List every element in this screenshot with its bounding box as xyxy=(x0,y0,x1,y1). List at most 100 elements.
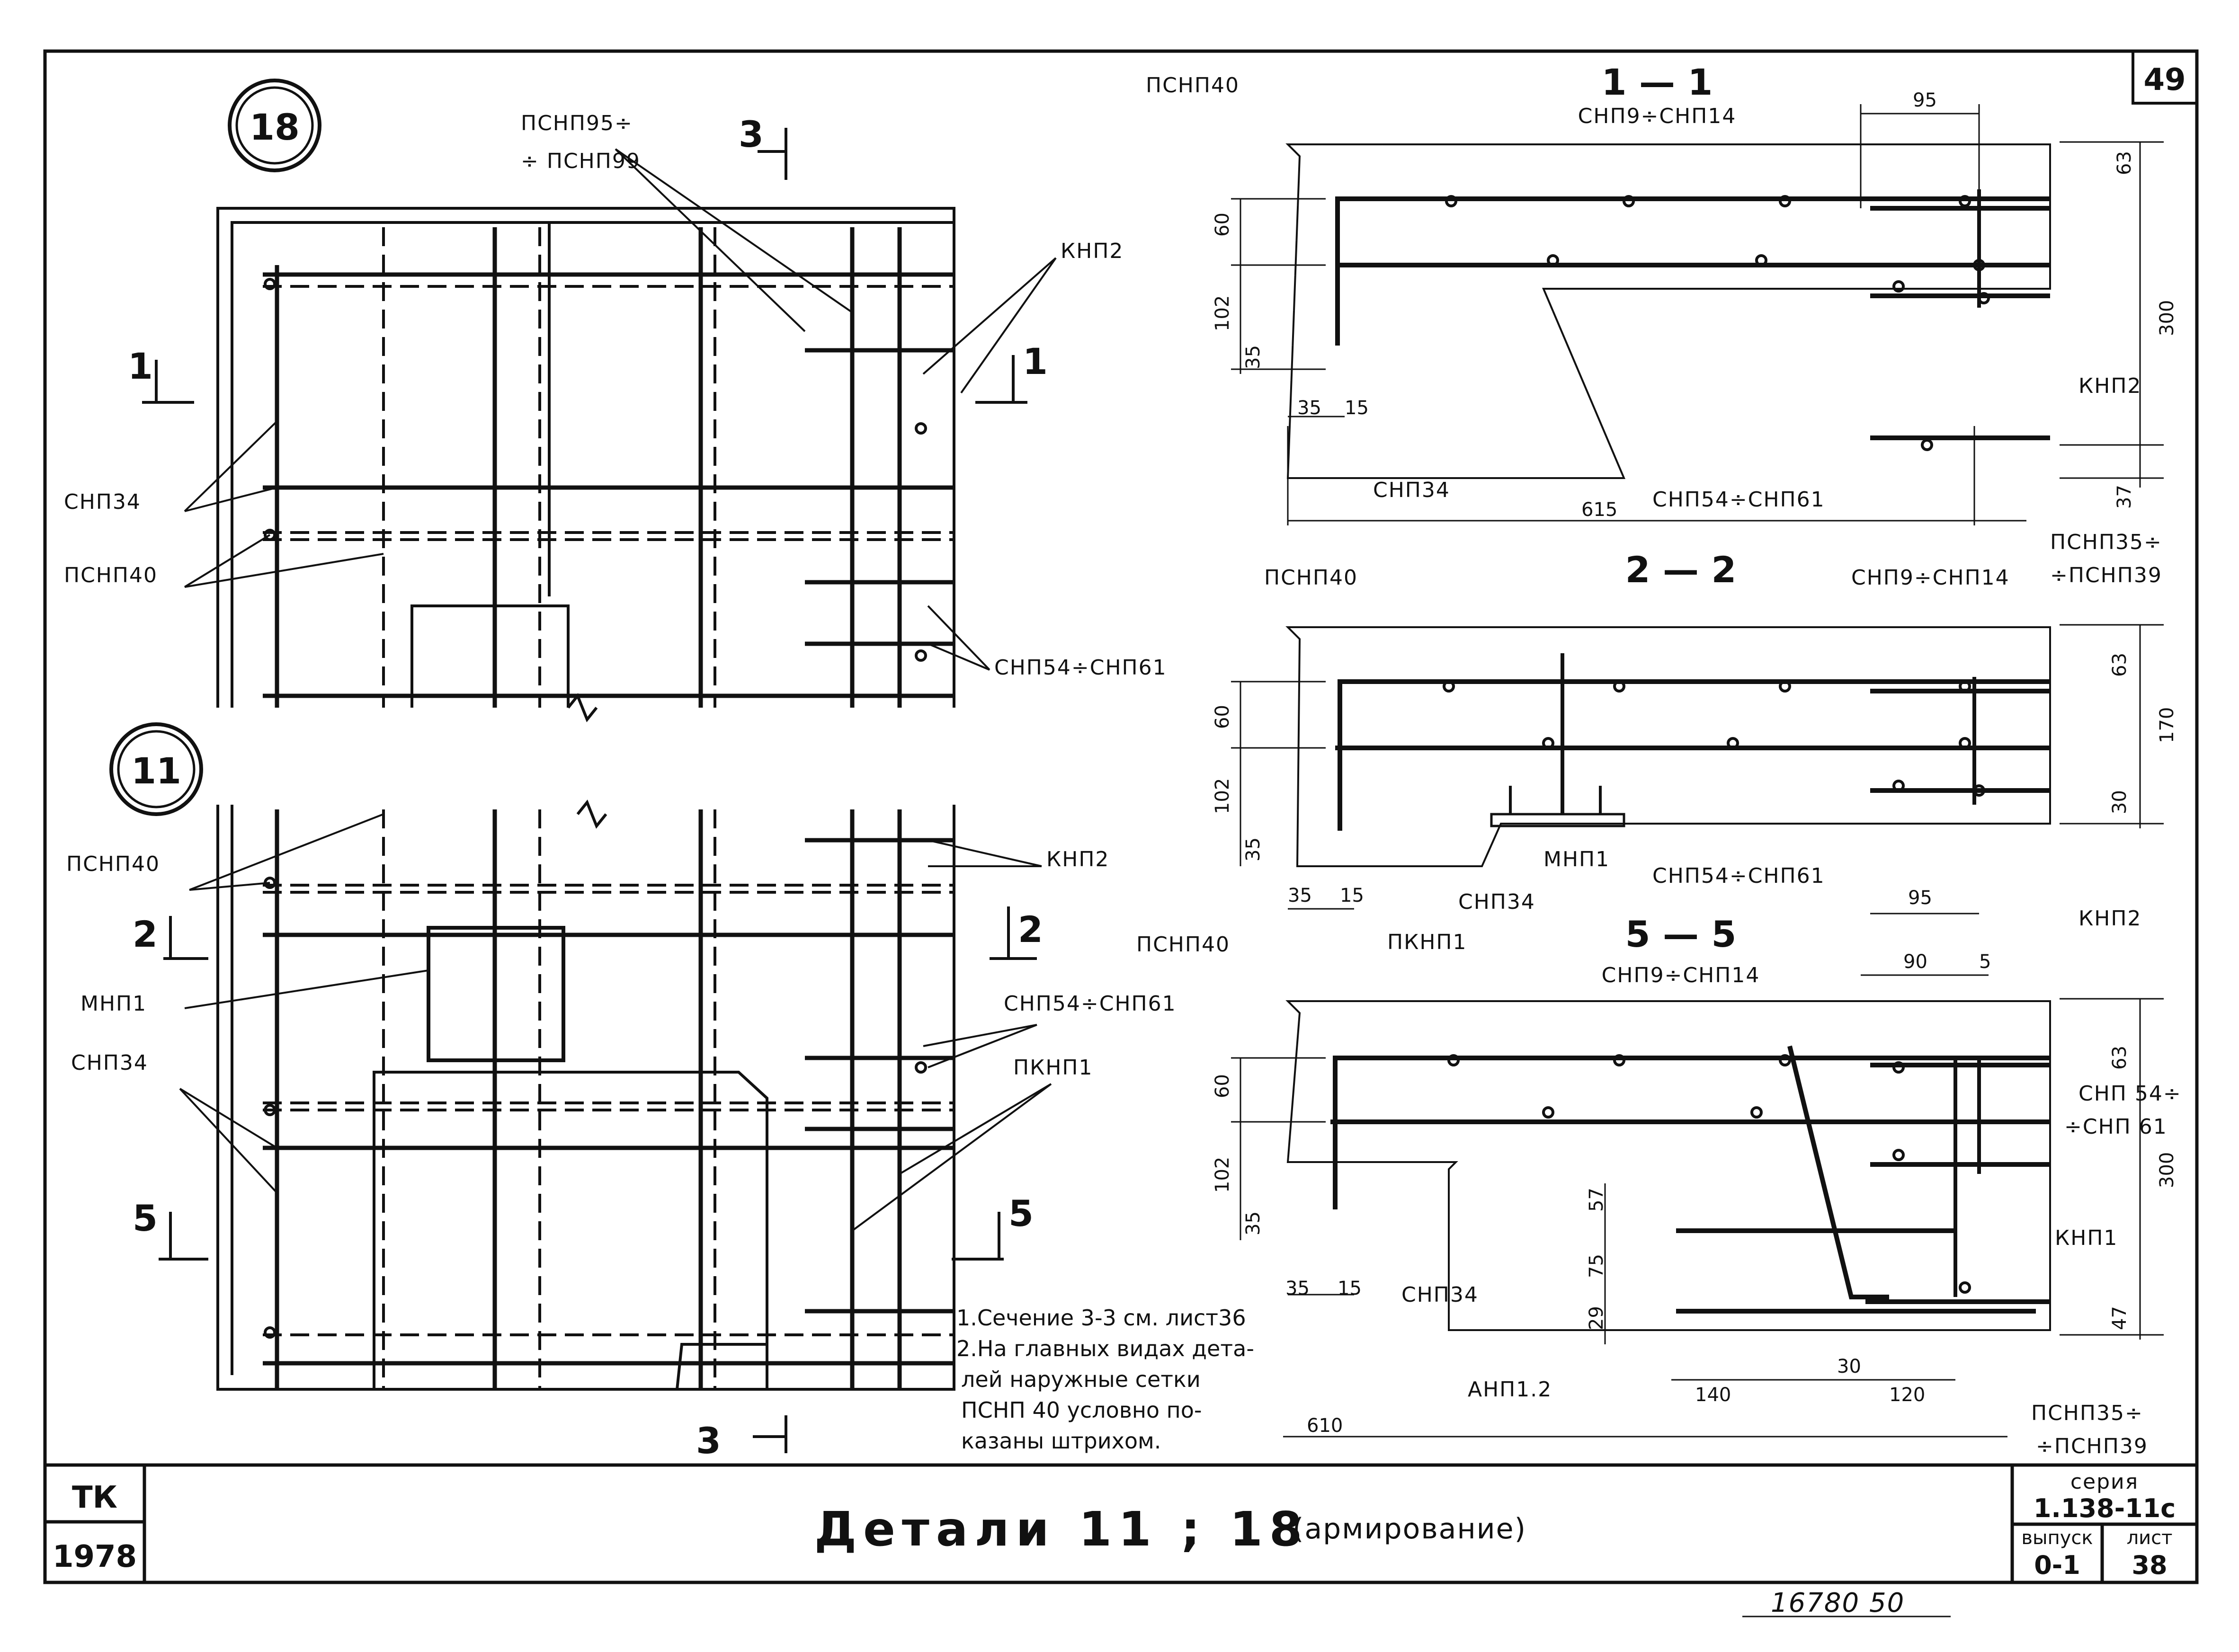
section-1-1-snp34: СНП34 xyxy=(1373,478,1450,502)
dim-5-140: 140 xyxy=(1695,1384,1731,1406)
section-1-1-snp9: СНП9÷СНП14 xyxy=(1578,104,1737,128)
label-pcnp95-a: ПСНП95÷ xyxy=(521,111,633,135)
dim-1-35: 35 xyxy=(1297,397,1321,419)
section-2-2-knp2: КНП2 xyxy=(2078,906,2141,931)
section-2-2-snp9: СНП9÷СНП14 xyxy=(1851,566,2010,590)
section-mark-5-left: 5 xyxy=(133,1197,158,1239)
label-snp34-b: СНП34 xyxy=(71,1051,148,1075)
section-5-5-snp54-b: ÷СНП 61 xyxy=(2064,1115,2168,1139)
dim-2-15: 15 xyxy=(1340,885,1364,906)
detail-11-callout: 11 xyxy=(109,722,203,816)
section-5-5-snp34: СНП34 xyxy=(1401,1283,1479,1307)
note-line-4: ПСНП 40 условно по- xyxy=(961,1397,1202,1423)
dim-5-120: 120 xyxy=(1889,1384,1925,1406)
issue-value: 0-1 xyxy=(2034,1550,2080,1580)
dim-1-615: 615 xyxy=(1581,499,1617,521)
section-1-1-pcnp35-b: ÷ПСНП39 xyxy=(2050,563,2162,587)
dim-5-63: 63 xyxy=(2109,1046,2131,1070)
section-mark-1-left: 1 xyxy=(128,345,153,387)
section-mark-2-right: 2 xyxy=(1018,908,1043,950)
section-marks xyxy=(142,128,1037,1453)
detail-18-callout: 18 xyxy=(228,79,321,172)
label-mnp1-a: МНП1 xyxy=(80,992,147,1016)
dim-5-610: 610 xyxy=(1307,1415,1343,1437)
section-1-1-knp2: КНП2 xyxy=(2078,374,2141,398)
section-1-1-snp54: СНП54÷СНП61 xyxy=(1652,488,1825,512)
notes: 1.Сечение 3-3 см. лист36 2.На главных ви… xyxy=(956,1305,1254,1454)
note-line-3: лей наружные сетки xyxy=(961,1367,1201,1392)
section-2-2-mnp1: МНП1 xyxy=(1543,847,1610,871)
dim-5-47: 47 xyxy=(2109,1306,2131,1330)
elevation-leaders xyxy=(179,148,1057,1232)
section-2-2 xyxy=(1231,624,2164,915)
label-knp2-a: КНП2 xyxy=(1061,239,1124,263)
dim-5-5: 5 xyxy=(1979,951,1991,973)
detail-11-number: 11 xyxy=(131,750,181,792)
dim-5-102: 102 xyxy=(1212,1157,1233,1193)
dim-1-60: 60 xyxy=(1212,213,1233,237)
label-pcnp40-a: ПСНП40 xyxy=(64,563,158,587)
dim-5-35: 35 xyxy=(1285,1278,1310,1299)
label-pcnp95-b: ÷ ПСНП99 xyxy=(521,149,641,173)
label-knp2-b: КНП2 xyxy=(1046,847,1109,871)
dim-5-29: 29 xyxy=(1586,1306,1607,1330)
detail-11-elevation xyxy=(216,799,955,1391)
sheet-number: 49 xyxy=(2143,62,2185,98)
dim-2-170: 170 xyxy=(2156,707,2178,743)
note-line-5: казаны штрихом. xyxy=(961,1428,1161,1454)
dim-1-102: 102 xyxy=(1212,295,1233,331)
section-5-5-title: 5 — 5 xyxy=(1625,913,1737,955)
dim-5-35v: 35 xyxy=(1242,1211,1264,1235)
section-5-5-snp54-a: СНП 54÷ xyxy=(2078,1082,2182,1106)
series-value: 1.138-11с xyxy=(2034,1493,2176,1523)
label-pknp1-a: ПКНП1 xyxy=(1013,1056,1093,1080)
section-mark-3-bottom: 3 xyxy=(696,1420,721,1462)
sheet-label: лист xyxy=(2127,1527,2173,1549)
section-5-5-knp1: КНП1 xyxy=(2055,1226,2118,1250)
section-1-1-pcnp40: ПСНП40 xyxy=(1146,73,1240,98)
section-2-2-title: 2 — 2 xyxy=(1625,549,1737,591)
dim-5-30: 30 xyxy=(1837,1356,1861,1377)
dim-1-63: 63 xyxy=(2114,151,2135,175)
sheet-value: 38 xyxy=(2132,1550,2167,1580)
issue-label: выпуск xyxy=(2021,1527,2093,1549)
section-5-5-snp9: СНП9÷СНП14 xyxy=(1602,963,1760,987)
title-block xyxy=(45,1463,2197,1582)
section-2-2-pcnp40: ПСНП40 xyxy=(1264,566,1358,590)
detail-18-elevation xyxy=(216,207,955,722)
section-5-5-anp12: АНП1.2 xyxy=(1468,1377,1552,1402)
series-label: серия xyxy=(2070,1470,2139,1494)
dim-2-30: 30 xyxy=(2109,790,2131,814)
dim-2-35v: 35 xyxy=(1242,837,1264,862)
section-5-5-pknp1: ПКНП1 xyxy=(1387,930,1467,954)
dim-1-37: 37 xyxy=(2114,485,2135,509)
section-5-5-pcnp40: ПСНП40 xyxy=(1136,933,1230,957)
dim-2-35: 35 xyxy=(1288,885,1312,906)
note-line-1: 1.Сечение 3-3 см. лист36 xyxy=(956,1305,1246,1331)
dim-2-102: 102 xyxy=(1212,778,1233,814)
dim-1-95: 95 xyxy=(1913,89,1937,111)
section-mark-1-right: 1 xyxy=(1023,340,1048,382)
section-mark-2-left: 2 xyxy=(133,913,158,955)
section-2-2-snp54: СНП54÷СНП61 xyxy=(1652,864,1825,888)
section-2-2-snp34: СНП34 xyxy=(1458,890,1535,914)
dim-2-60: 60 xyxy=(1212,705,1233,729)
section-1-1-pcnp35-a: ПСНП35÷ xyxy=(2050,530,2162,554)
section-5-5-pcnp35-b: ÷ПСНП39 xyxy=(2036,1434,2148,1458)
drawing-subtitle: (армирование) xyxy=(1293,1512,1526,1545)
section-5-5-pcnp35-a: ПСНП35÷ xyxy=(2031,1401,2143,1425)
dim-2-95: 95 xyxy=(1908,887,1932,909)
label-pcnp40-b: ПСНП40 xyxy=(66,852,160,876)
dim-1-35v: 35 xyxy=(1242,345,1264,369)
dim-5-15: 15 xyxy=(1338,1278,1362,1299)
dim-2-63: 63 xyxy=(2109,653,2131,677)
dim-5-75: 75 xyxy=(1586,1254,1607,1278)
sheet-frame xyxy=(43,49,2199,1584)
section-mark-3-top: 3 xyxy=(739,113,764,155)
dim-5-60: 60 xyxy=(1212,1074,1233,1098)
dim-5-300: 300 xyxy=(2156,1152,2178,1188)
label-snp54-a: СНП54÷СНП61 xyxy=(994,656,1167,680)
section-mark-5-right: 5 xyxy=(1008,1192,1034,1235)
label-snp34-a: СНП34 xyxy=(64,490,141,514)
